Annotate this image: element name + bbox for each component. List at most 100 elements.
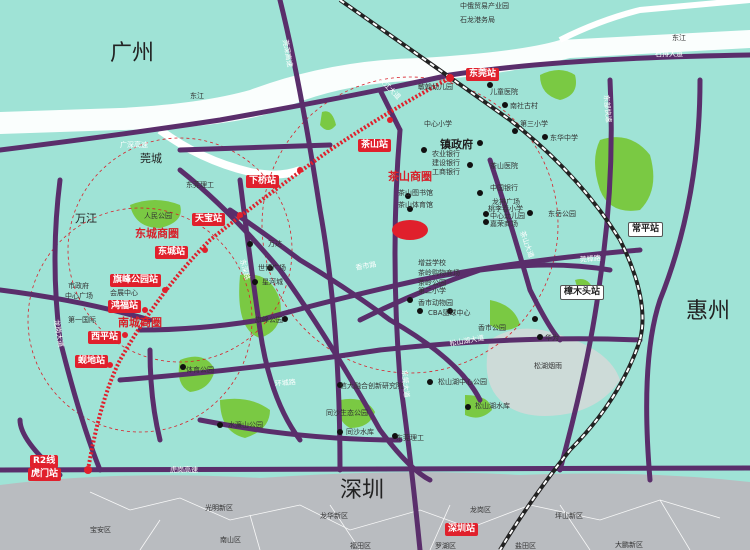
poi-p9: 工商银行 xyxy=(432,167,460,176)
park-11 xyxy=(320,111,336,130)
station-dongcheng[interactable]: 东城站 xyxy=(155,246,189,259)
r2-line xyxy=(86,76,451,471)
poi-p25: 中心广场 xyxy=(65,291,93,300)
label-nancheng-district: 南城商圈 xyxy=(118,315,162,329)
road-dongcheng xyxy=(177,167,433,483)
road-dongcheng-2 xyxy=(237,177,303,443)
road-songshan xyxy=(227,207,483,403)
sz-d6: 南山区 xyxy=(220,535,241,544)
road-label-huancheng: 环城路 xyxy=(274,377,296,388)
sz-d1: 光明新区 xyxy=(205,503,233,512)
poi-p19: 东莞理工 xyxy=(186,180,214,189)
poi-p17: 东岳公园 xyxy=(548,209,576,218)
poi-p3: 南社古村 xyxy=(510,101,538,110)
poi-p4: 中心小学 xyxy=(424,119,452,128)
label-wanjiang: 万江 xyxy=(75,212,97,225)
poi-p39: 信大融合创新研究院 xyxy=(340,381,403,390)
poi-p31: 茶岭购物商场 xyxy=(418,268,460,277)
station-dongguan[interactable]: 东莞站 xyxy=(466,68,500,81)
station-humen[interactable]: 虎门站 xyxy=(28,468,62,481)
station-chashan[interactable]: 茶山站 xyxy=(358,139,392,152)
chashan-radius xyxy=(261,76,559,374)
poi-p41: 松山湖水库 xyxy=(475,401,510,410)
poi-p13: 茶山体育馆 xyxy=(398,200,433,209)
poi-p24: 市政府 xyxy=(68,281,89,290)
poi-p27: 第一国际 xyxy=(68,315,96,324)
park-3 xyxy=(130,200,181,228)
road-east-2 xyxy=(644,77,703,483)
railway xyxy=(338,0,645,550)
label-town-gov: 镇政府 xyxy=(440,137,473,151)
poi-p10: 茶山医院 xyxy=(490,161,518,170)
poi-p5: 第三小学 xyxy=(520,119,548,128)
road-label-xiangshi: 香市路 xyxy=(355,259,377,272)
poi-p18: 嘉荣商场 xyxy=(490,219,518,228)
road-dongguan-ave xyxy=(392,127,423,550)
poi-p12: 茶山图书馆 xyxy=(398,188,433,197)
sz-d9: 盐田区 xyxy=(515,541,536,550)
poi-p14: 龙排广场 xyxy=(492,197,520,206)
road-dongfeng xyxy=(137,247,643,333)
sz-d10: 大鹏新区 xyxy=(615,540,643,549)
label-shenzhen: 深圳 xyxy=(340,478,384,503)
shenzhen-area xyxy=(0,472,750,550)
road-guangshen xyxy=(0,72,453,153)
poi-p26: 会展中心 xyxy=(110,288,138,297)
poi-p38: 松湖烟雨 xyxy=(534,361,562,370)
poi-p36: 香市公园 xyxy=(478,323,506,332)
label-chashan-district: 茶山商圈 xyxy=(387,169,432,183)
station-changping[interactable]: 常平站 xyxy=(628,222,664,237)
park-9 xyxy=(490,300,520,330)
road-north xyxy=(177,142,333,153)
road-label-shipai: 石排大道 xyxy=(655,49,683,58)
sz-d5: 宝安区 xyxy=(90,525,111,534)
sz-d8: 罗湖区 xyxy=(435,541,456,550)
poi-p32: 茶岭公园 xyxy=(418,278,446,287)
chashan-dot xyxy=(392,220,428,240)
road-west xyxy=(52,177,103,473)
station-shenzhen[interactable]: 深圳站 xyxy=(445,523,479,536)
road-huancheng xyxy=(117,336,643,383)
poi-p34: 香市动物园 xyxy=(418,298,453,307)
park-1 xyxy=(540,70,576,100)
poi-p45: 东莞理工 xyxy=(396,433,424,442)
station-zhangmutou[interactable]: 樟木头站 xyxy=(560,285,605,300)
road-n2 xyxy=(377,87,403,133)
station-qifeng[interactable]: 旗峰公园站 xyxy=(110,274,162,287)
station-xiping[interactable]: 西平站 xyxy=(88,331,122,344)
dongjiang-river xyxy=(0,30,750,134)
poi-p28: 旗峰公园 xyxy=(255,315,283,324)
poi-p43: 水濂山公园 xyxy=(228,420,263,429)
poi-p11: 中国银行 xyxy=(490,183,518,192)
road-west-2 xyxy=(0,287,153,323)
road-east-1 xyxy=(557,77,614,473)
station-xiaqiao[interactable]: 下桥站 xyxy=(246,175,280,188)
station-jidi[interactable]: 蚬地站 xyxy=(75,355,109,368)
label-huizhou: 惠州 xyxy=(686,299,730,324)
poi-p35: CBA篮球中心 xyxy=(428,308,470,317)
poi-p1: 敏翰幼儿园 xyxy=(418,82,453,91)
sz-d3: 龙岗区 xyxy=(470,505,491,514)
poi-p20: 人民公园 xyxy=(144,212,172,220)
station-tianbao[interactable]: 天宝站 xyxy=(192,213,226,226)
sz-d4: 坪山新区 xyxy=(555,511,583,520)
poi-p6: 东华中学 xyxy=(550,133,578,142)
road-chashan xyxy=(487,157,563,343)
poi-p44: 同沙水库 xyxy=(346,427,374,436)
station-r2: R2线 xyxy=(30,455,59,468)
poi-p8: 建设银行 xyxy=(432,158,460,167)
sz-d2: 龙华新区 xyxy=(320,511,348,520)
label-guangzhou: 广州 xyxy=(110,41,154,66)
poi-p30: 增益学校 xyxy=(418,258,446,267)
road-label-ruihu: 莞樟路 xyxy=(579,253,601,264)
poi-p23: 星河城 xyxy=(262,278,283,286)
road-south-2 xyxy=(147,347,163,443)
dongcheng-radius xyxy=(67,137,293,363)
poi-p40: 松山湖中心公园 xyxy=(438,377,487,386)
poi-p21: 万达 xyxy=(268,239,282,248)
poi-p42: 同沙生态公园 xyxy=(326,408,368,417)
poi-p29: 体育公园 xyxy=(186,365,214,374)
station-hongfu[interactable]: 鸿福站 xyxy=(108,300,142,313)
poi-top1: 中俄贸易产业园 xyxy=(460,1,509,10)
